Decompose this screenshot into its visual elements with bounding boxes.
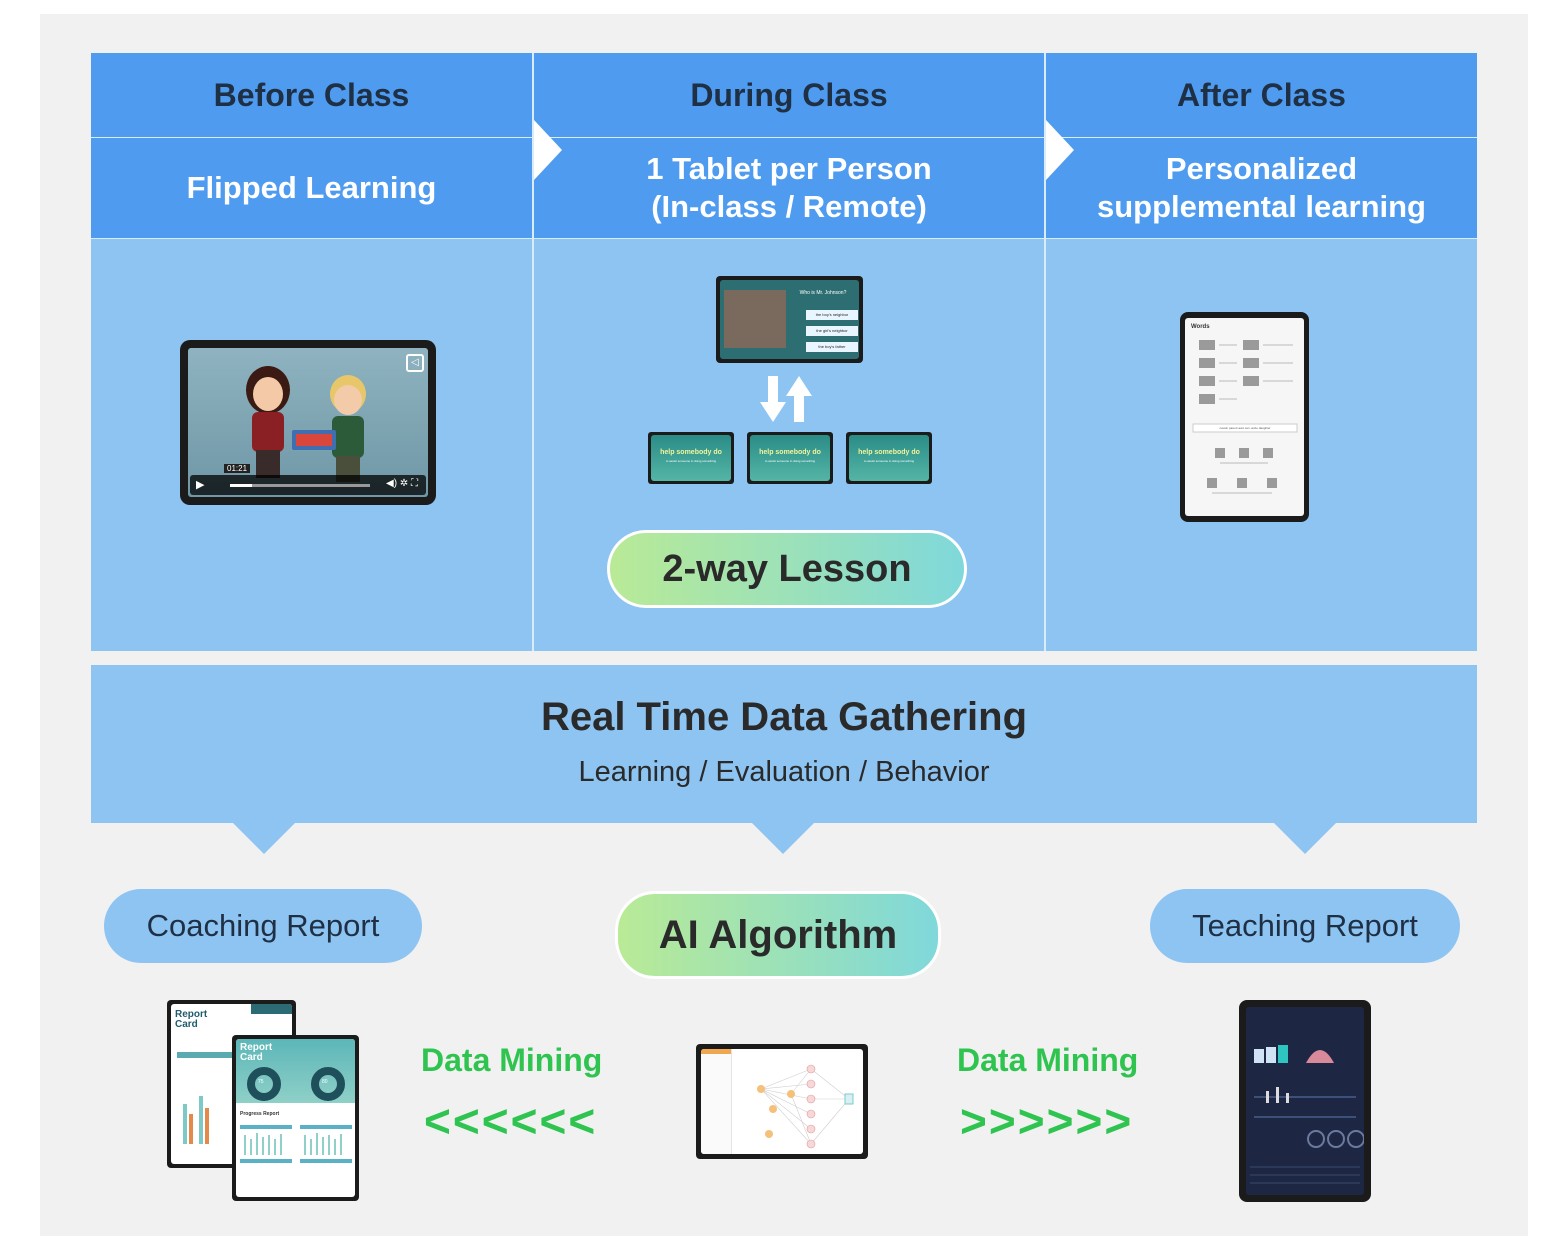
- progress-percent-2: 80: [322, 1079, 328, 1085]
- subtitle-line: Personalized: [1165, 151, 1358, 186]
- phase-subtitle-after: Personalized supplemental learning: [1046, 138, 1477, 238]
- phase-title-before: Before Class: [213, 76, 410, 113]
- report-card-title: Report Card: [175, 1010, 207, 1030]
- right-arrows: >>>>>>: [960, 1095, 1134, 1147]
- word: parent: [1228, 426, 1238, 430]
- phase-subtitle-row: [91, 138, 1477, 238]
- subtitle-line: (In-class / Remote): [651, 189, 927, 224]
- vocab-prompt: help somebody do: [759, 449, 821, 456]
- teaching-report-pill: Teaching Report: [1150, 889, 1460, 963]
- word: daughter: [1258, 426, 1271, 430]
- progress-report-heading: Progress Report: [240, 1111, 280, 1117]
- video-progress-bar[interactable]: [230, 484, 370, 487]
- video-screen: ◁ ▶ ◀) ✲ ⛶ 01:21: [188, 348, 428, 497]
- data-gathering-band: [91, 665, 1477, 823]
- left-arrows: <<<<<<: [424, 1095, 598, 1147]
- report-card-screen: Report Card 75 80 Progress Report: [236, 1039, 355, 1197]
- two-way-arrows-icon: [760, 376, 812, 422]
- row-divider: [91, 238, 1477, 239]
- word: uncle: [1250, 426, 1258, 430]
- volume-settings-fullscreen-icons[interactable]: ◀) ✲ ⛶: [386, 478, 418, 489]
- column-divider: [1044, 53, 1046, 651]
- animated-children-illustration: [246, 366, 366, 482]
- analytics-dashboard: [1246, 1007, 1364, 1195]
- report-bar-chart: [177, 1052, 233, 1144]
- band-pointer: [751, 822, 815, 854]
- vocab-prompt: help somebody do: [660, 449, 722, 456]
- data-mining-label-left: Data Mining: [421, 1042, 603, 1078]
- band-pointer: [1273, 822, 1337, 854]
- row-divider: [91, 137, 1477, 138]
- worksheet-screen: Words cousin parent aunt so: [1185, 318, 1304, 516]
- play-icon[interactable]: ▶: [196, 479, 205, 491]
- share-icon[interactable]: ◁: [406, 354, 424, 372]
- video-time: 01:21: [224, 464, 251, 473]
- report-card-header-bar: [251, 1004, 292, 1014]
- report-progress-charts: [240, 1067, 352, 1163]
- word: cousin: [1219, 426, 1229, 430]
- student-screen: help somebody do to assist someone in do…: [651, 435, 731, 481]
- student-screen: help somebody do to assist someone in do…: [849, 435, 929, 481]
- phase-header-row: [91, 53, 1477, 137]
- title-line: Report: [240, 1042, 273, 1053]
- student-tablet: help somebody do to assist someone in do…: [846, 432, 932, 484]
- teacher-tablet: Who is Mr. Johnson? the boy's neighbor t…: [716, 276, 863, 363]
- word: son: [1245, 426, 1250, 430]
- band-pointer: [232, 822, 296, 854]
- worksheet-title: Words: [1191, 324, 1210, 330]
- vocab-caption: to assist someone in doing something: [863, 459, 915, 463]
- lesson-video-thumbnail: [724, 290, 786, 348]
- title-line: Card: [240, 1052, 263, 1063]
- two-way-lesson-badge: 2-way Lesson: [607, 530, 967, 608]
- dashboard-screen: [1246, 1007, 1364, 1195]
- report-card-title: Report Card: [240, 1043, 272, 1063]
- phase-arrow-1: [534, 120, 562, 180]
- phase-subtitle-during: 1 Tablet per Person (In-class / Remote): [534, 138, 1044, 238]
- student-tablet: help somebody do to assist someone in do…: [648, 432, 734, 484]
- data-gathering-subtitle: Learning / Evaluation / Behavior: [578, 756, 990, 788]
- vocab-caption: to assist someone in doing something: [764, 459, 816, 463]
- vocab-prompt: help somebody do: [858, 449, 920, 456]
- student-screen: help somebody do to assist someone in do…: [750, 435, 830, 481]
- progress-percent-1: 75: [258, 1079, 264, 1085]
- neural-network-diagram: [757, 1064, 854, 1149]
- report-card-tablet-front: Report Card 75 80 Progress Report: [232, 1035, 359, 1201]
- quiz-option[interactable]: the girl's neighbor: [806, 326, 858, 336]
- phase-arrow-2: [1046, 120, 1074, 180]
- quiz-question: Who is Mr. Johnson?: [799, 290, 847, 296]
- video-tablet: ◁ ▶ ◀) ✲ ⛶ 01:21: [180, 340, 436, 505]
- teaching-report-tablet: [1239, 1000, 1371, 1202]
- data-gathering-title: Real Time Data Gathering: [540, 695, 1028, 739]
- column-divider: [532, 53, 534, 651]
- worksheet-exercises-illustration: [1192, 340, 1298, 494]
- title-line: Report: [175, 1009, 208, 1020]
- teacher-screen: Who is Mr. Johnson? the boy's neighbor t…: [720, 280, 859, 359]
- ai-algorithm-tablet: [696, 1044, 868, 1159]
- ai-algorithm-screen: [701, 1049, 863, 1154]
- phase-title-after: After Class: [1177, 76, 1346, 113]
- title-line: Card: [175, 1019, 198, 1030]
- vocab-caption: to assist someone in doing something: [665, 459, 717, 463]
- word-bank: cousin parent aunt son uncle daughter: [1195, 426, 1295, 430]
- data-mining-label-right: Data Mining: [957, 1042, 1139, 1078]
- phase-title-during: During Class: [690, 76, 888, 113]
- subtitle-line: 1 Tablet per Person: [646, 151, 932, 186]
- ai-algorithm-badge: AI Algorithm: [615, 891, 941, 979]
- student-tablet: help somebody do to assist someone in do…: [747, 432, 833, 484]
- worksheet-tablet: Words cousin parent aunt so: [1180, 312, 1309, 522]
- quiz-option[interactable]: the boy's neighbor: [806, 310, 858, 320]
- subtitle-line: Flipped Learning: [186, 170, 437, 205]
- word: aunt: [1238, 426, 1245, 430]
- quiz-option[interactable]: the boy's father: [806, 342, 858, 352]
- subtitle-line: supplemental learning: [1096, 189, 1426, 224]
- coaching-report-pill: Coaching Report: [104, 889, 422, 963]
- video-controls: ▶ ◀) ✲ ⛶: [190, 475, 426, 495]
- tool-palette: [701, 1049, 732, 1154]
- phase-subtitle-before: Flipped Learning: [91, 138, 532, 238]
